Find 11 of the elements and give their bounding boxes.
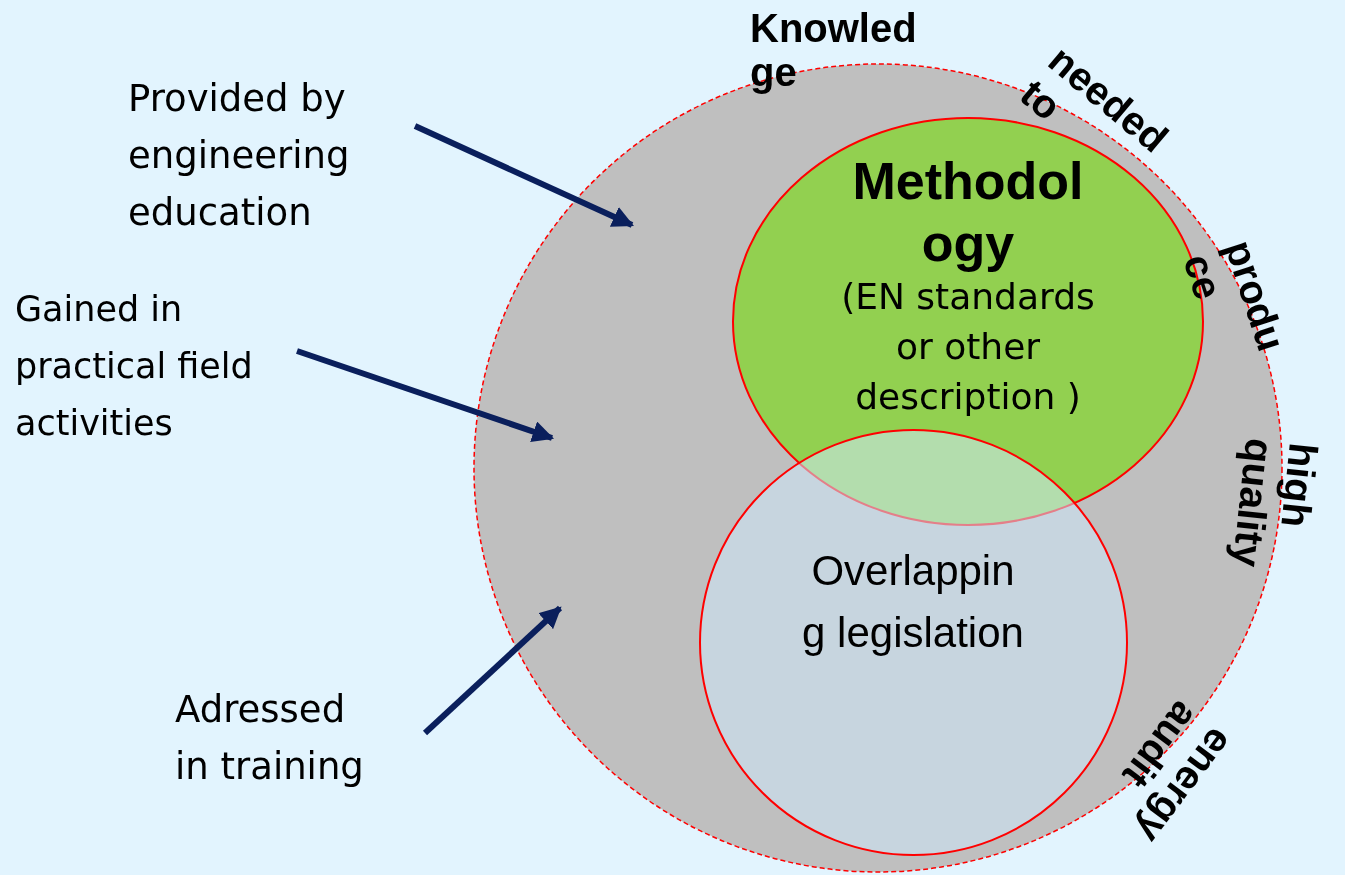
annotation-text: Gained in practical field activities — [15, 288, 254, 445]
arrow — [422, 605, 563, 736]
circle-label: Overlappin g legislation — [801, 546, 1025, 658]
curved-title-text: produ ce — [1175, 234, 1296, 359]
arrow — [413, 123, 634, 228]
arrow — [296, 348, 555, 442]
annotation-text: Provided by engineering education — [128, 76, 351, 236]
annotation-text: Adressed in training — [175, 687, 365, 790]
circle-description: (EN standards or other description ) — [840, 275, 1096, 419]
circle-label: Methodol ogy — [851, 152, 1084, 274]
curved-title-text: high quality — [1223, 436, 1326, 572]
